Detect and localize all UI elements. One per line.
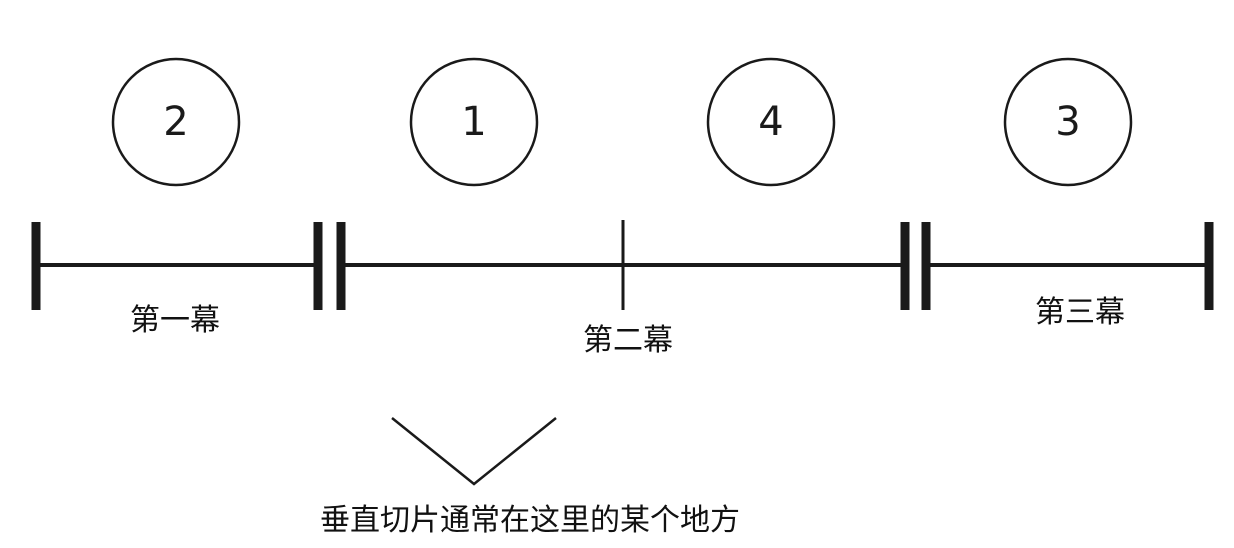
- sequence-marker-label: 2: [163, 99, 188, 145]
- act-two-label: 第二幕: [583, 323, 673, 358]
- sequence-marker-4: 3: [1003, 57, 1133, 187]
- vertical-slice-caption: 垂直切片通常在这里的某个地方: [320, 503, 740, 538]
- sequence-marker-1: 2: [111, 57, 241, 187]
- sequence-marker-label: 3: [1055, 99, 1080, 145]
- act-three-label: 第三幕: [1035, 295, 1125, 330]
- sequence-marker-label: 4: [758, 99, 783, 145]
- sequence-marker-2: 1: [409, 57, 539, 187]
- timeline: [31, 220, 1214, 310]
- sequence-marker-3: 4: [706, 57, 836, 187]
- act-one-label: 第一幕: [130, 303, 220, 338]
- sequence-marker-label: 1: [461, 99, 486, 145]
- pointer-chevron: [391, 417, 557, 486]
